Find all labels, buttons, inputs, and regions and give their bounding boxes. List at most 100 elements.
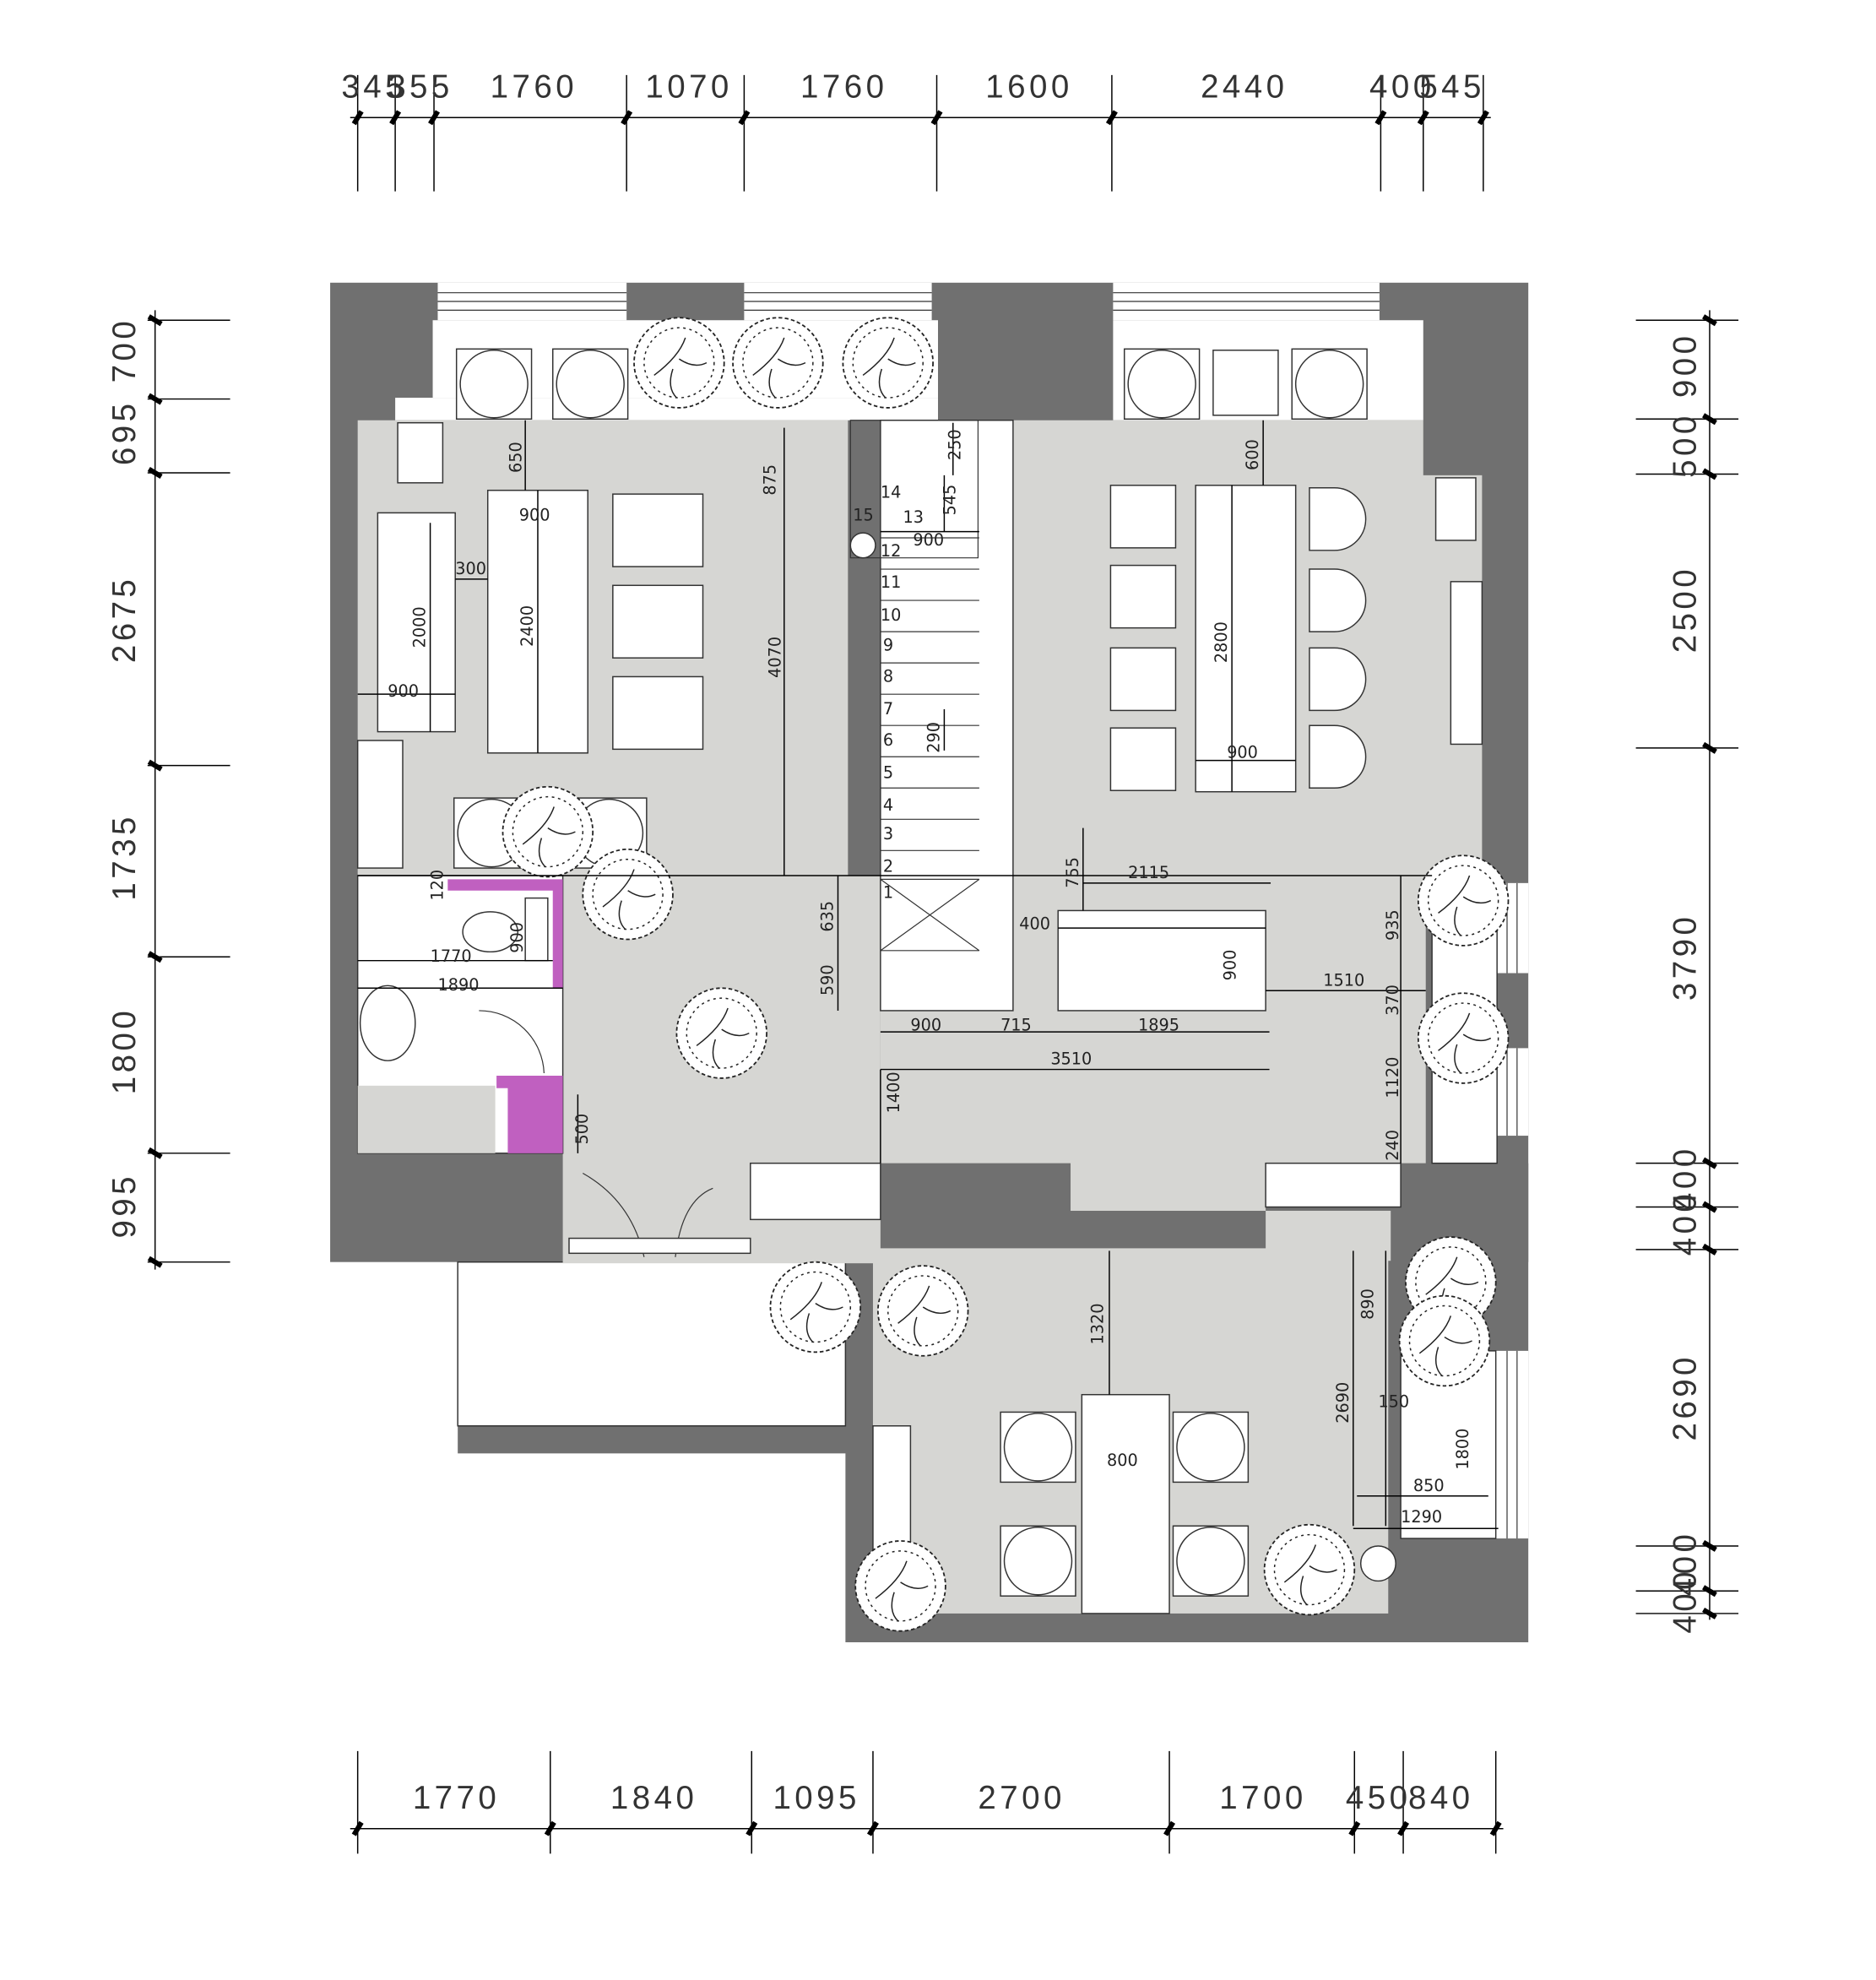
dimension-chain-top: 345 355 1760 1070 1760 1600 2440 400 545 bbox=[341, 69, 1491, 192]
dim-label: 400 bbox=[1667, 1145, 1704, 1211]
dim-label: 2690 bbox=[1667, 1353, 1704, 1440]
dim-label: 240 bbox=[1383, 1130, 1402, 1161]
dim-label: 3510 bbox=[1050, 1050, 1092, 1069]
dim-label: 1735 bbox=[106, 813, 143, 900]
dim-label: 2440 bbox=[1201, 69, 1288, 106]
dim-label: 1890 bbox=[437, 975, 479, 995]
armchair bbox=[612, 493, 704, 567]
dim-label: 900 bbox=[1667, 333, 1704, 399]
tree-icon bbox=[732, 317, 824, 409]
stair-step-number: 7 bbox=[883, 699, 893, 719]
dim-label: 890 bbox=[1358, 1288, 1378, 1320]
dim-label: 4070 bbox=[765, 637, 784, 678]
chair bbox=[1172, 1411, 1250, 1484]
stair-step-number: 3 bbox=[883, 824, 893, 844]
dim-label: 500 bbox=[572, 1114, 592, 1145]
dimension-chain-right: 900 500 2500 3790 400 400 2690 400 400 bbox=[1635, 310, 1739, 1634]
tree-icon bbox=[769, 1261, 862, 1353]
dim-label: 345 bbox=[341, 69, 407, 106]
dim-label: 1510 bbox=[1323, 970, 1364, 990]
dim-label: 650 bbox=[507, 442, 526, 473]
dim-label: 1320 bbox=[1088, 1303, 1108, 1344]
tree-icon bbox=[854, 1540, 946, 1632]
chair bbox=[455, 348, 533, 420]
stair-step-number: 13 bbox=[903, 507, 924, 527]
tree-icon bbox=[1398, 1294, 1491, 1387]
stair-step-number: 15 bbox=[853, 505, 873, 524]
stair-step-number: 5 bbox=[883, 762, 893, 782]
dim-label: 1700 bbox=[1219, 1780, 1306, 1816]
dimension-chain-left: 700 695 2675 1735 1800 995 bbox=[106, 310, 230, 1270]
dim-label: 370 bbox=[1383, 985, 1402, 1016]
dim-label: 900 bbox=[519, 505, 550, 524]
stair-step-number: 8 bbox=[883, 666, 893, 686]
dim-label: 300 bbox=[455, 559, 486, 578]
armchair bbox=[612, 675, 704, 751]
dim-label: 700 bbox=[106, 317, 143, 383]
dim-label: 1290 bbox=[1401, 1507, 1442, 1527]
dim-label: 450 bbox=[1346, 1780, 1412, 1816]
dim-label: 2115 bbox=[1128, 863, 1169, 882]
dim-label: 355 bbox=[388, 69, 453, 106]
kitchen-island bbox=[1057, 909, 1266, 1012]
dim-label: 800 bbox=[1107, 1451, 1138, 1470]
dim-label: 2400 bbox=[518, 605, 537, 647]
interior-dimensions: 650 900 300 2000 2400 900 875 4070 250 5… bbox=[388, 429, 1472, 1526]
dim-label: 1770 bbox=[413, 1780, 500, 1816]
dim-label: 400 bbox=[1667, 1531, 1704, 1597]
furniture bbox=[356, 348, 1483, 1614]
chair bbox=[552, 348, 629, 420]
dim-label: 3790 bbox=[1667, 914, 1704, 1001]
dim-label: 850 bbox=[1413, 1476, 1445, 1495]
dimension-chain-bottom: 1770 1840 1095 2700 1700 450 840 bbox=[350, 1750, 1504, 1854]
dim-label: 2675 bbox=[106, 576, 143, 663]
dim-label: 755 bbox=[1063, 857, 1082, 888]
dim-label: 2500 bbox=[1667, 566, 1704, 653]
stair-step-number: 1 bbox=[883, 883, 893, 903]
dim-label: 1120 bbox=[1383, 1057, 1402, 1098]
armchair bbox=[612, 584, 704, 659]
dim-label: 2700 bbox=[978, 1780, 1065, 1816]
stair-step-number: 10 bbox=[881, 605, 902, 625]
dim-label: 400 bbox=[1667, 1568, 1704, 1634]
dim-label: 635 bbox=[818, 901, 838, 932]
dim-label: 900 bbox=[910, 1016, 941, 1035]
dim-label: 1760 bbox=[491, 69, 577, 106]
chair bbox=[1172, 1525, 1250, 1597]
dim-label: 545 bbox=[941, 485, 960, 516]
chair bbox=[1123, 348, 1201, 420]
dim-label: 120 bbox=[427, 870, 447, 901]
stair-step-number: 12 bbox=[881, 541, 902, 561]
dim-label: 250 bbox=[946, 429, 965, 460]
dim-label: 1800 bbox=[106, 1007, 143, 1094]
dim-label: 875 bbox=[760, 464, 779, 496]
dim-label: 900 bbox=[388, 681, 419, 701]
tree-icon bbox=[675, 987, 767, 1079]
dim-label: 995 bbox=[106, 1173, 143, 1239]
dim-label: 1095 bbox=[773, 1780, 859, 1816]
dim-label: 1070 bbox=[645, 69, 732, 106]
dim-label: 600 bbox=[1243, 439, 1262, 470]
bathtub bbox=[359, 985, 416, 1061]
dim-label: 2690 bbox=[1333, 1382, 1353, 1424]
stair-step-number: 2 bbox=[883, 857, 893, 876]
interior-dimension-lines bbox=[357, 420, 1499, 1529]
dim-label: 900 bbox=[913, 530, 944, 550]
dining-table bbox=[1195, 485, 1297, 793]
dim-label: 900 bbox=[507, 922, 527, 953]
chair bbox=[1000, 1411, 1076, 1484]
staircase[interactable]: 1 2 3 4 5 6 7 8 9 10 11 12 13 14 15 bbox=[849, 420, 980, 952]
tree-icon bbox=[502, 785, 594, 878]
stair-step-number: 4 bbox=[883, 795, 893, 815]
dim-label: 500 bbox=[1667, 412, 1704, 478]
stair-step-number: 6 bbox=[883, 730, 893, 750]
tree-icon bbox=[877, 1265, 969, 1357]
windows bbox=[437, 282, 1529, 1539]
dim-label: 695 bbox=[106, 400, 143, 466]
dim-label: 400 bbox=[1019, 914, 1050, 934]
dim-label: 1760 bbox=[800, 69, 887, 106]
partition-wall bbox=[447, 879, 563, 1153]
dim-label: 900 bbox=[1227, 743, 1258, 762]
sofa bbox=[377, 512, 456, 733]
